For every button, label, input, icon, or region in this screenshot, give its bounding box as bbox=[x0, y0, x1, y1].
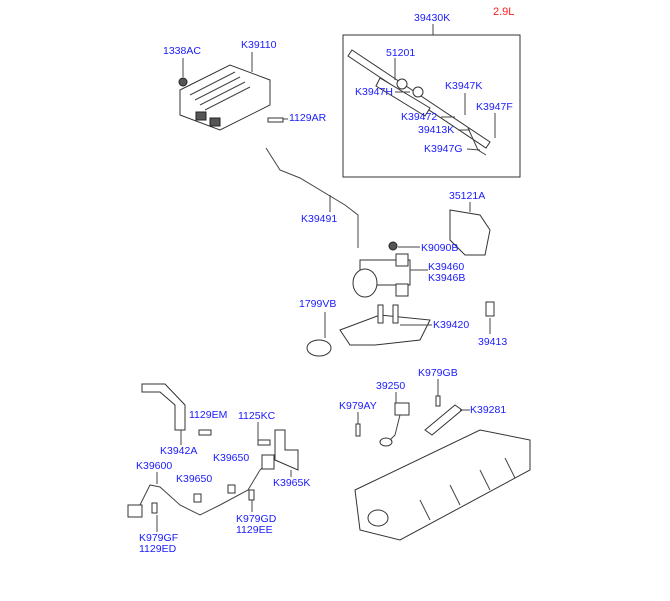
part-label-K39472[interactable]: K39472 bbox=[401, 111, 438, 123]
part-label-1338AC[interactable]: 1338AC bbox=[163, 45, 201, 57]
part-label-39250[interactable]: 39250 bbox=[376, 380, 406, 392]
part-label-K3942A[interactable]: K3942A bbox=[160, 445, 198, 457]
part-label-K39281[interactable]: K39281 bbox=[470, 404, 507, 416]
part-label-K979AY[interactable]: K979AY bbox=[339, 400, 377, 412]
part-label-K3965K[interactable]: K3965K bbox=[273, 477, 311, 489]
part-label-39430K[interactable]: 39430K bbox=[414, 12, 451, 24]
part-label-1129ED[interactable]: 1129ED bbox=[139, 543, 177, 555]
part-label-K39650-2[interactable]: K39650 bbox=[176, 473, 213, 485]
part-label-K979GD[interactable]: K979GD bbox=[236, 513, 277, 525]
part-label-K39420[interactable]: K39420 bbox=[433, 319, 470, 331]
part-label-K3947F[interactable]: K3947F bbox=[476, 101, 513, 113]
part-label-K3946B[interactable]: K3946B bbox=[428, 272, 466, 284]
part-label-K39600[interactable]: K39600 bbox=[136, 460, 173, 472]
part-label-K9090B[interactable]: K9090B bbox=[421, 242, 459, 254]
part-label-51201[interactable]: 51201 bbox=[386, 47, 416, 59]
part-label-K39491[interactable]: K39491 bbox=[301, 213, 338, 225]
solenoid-valve bbox=[352, 253, 411, 298]
part-label-K3947H[interactable]: K3947H bbox=[355, 86, 393, 98]
injector-harness bbox=[347, 49, 491, 156]
engine-variant-label: 2.9L bbox=[493, 6, 515, 18]
part-label-35121A[interactable]: 35121A bbox=[449, 190, 486, 202]
part-label-K39110[interactable]: K39110 bbox=[241, 39, 277, 51]
part-label-1129EM[interactable]: 1129EM bbox=[189, 409, 228, 421]
part-label-K39460[interactable]: K39460 bbox=[428, 261, 465, 273]
part-label-K979GF[interactable]: K979GF bbox=[139, 532, 179, 544]
part-label-1129EE[interactable]: 1129EE bbox=[236, 524, 273, 536]
part-label-K3947G[interactable]: K3947G bbox=[424, 143, 463, 155]
part-label-1125KC[interactable]: 1125KC bbox=[238, 410, 276, 422]
part-label-K979GB[interactable]: K979GB bbox=[418, 367, 458, 379]
part-label-K3947K[interactable]: K3947K bbox=[445, 80, 483, 92]
part-label-1129AR[interactable]: 1129AR bbox=[289, 112, 327, 124]
harness-group-box bbox=[342, 34, 521, 178]
part-label-1799VB[interactable]: 1799VB bbox=[299, 298, 337, 310]
part-label-K39650[interactable]: K39650 bbox=[213, 452, 250, 464]
part-label-39413K[interactable]: 39413K bbox=[418, 124, 455, 136]
ecu bbox=[179, 64, 271, 131]
intake-manifold bbox=[354, 429, 531, 541]
part-label-39413[interactable]: 39413 bbox=[478, 336, 508, 348]
